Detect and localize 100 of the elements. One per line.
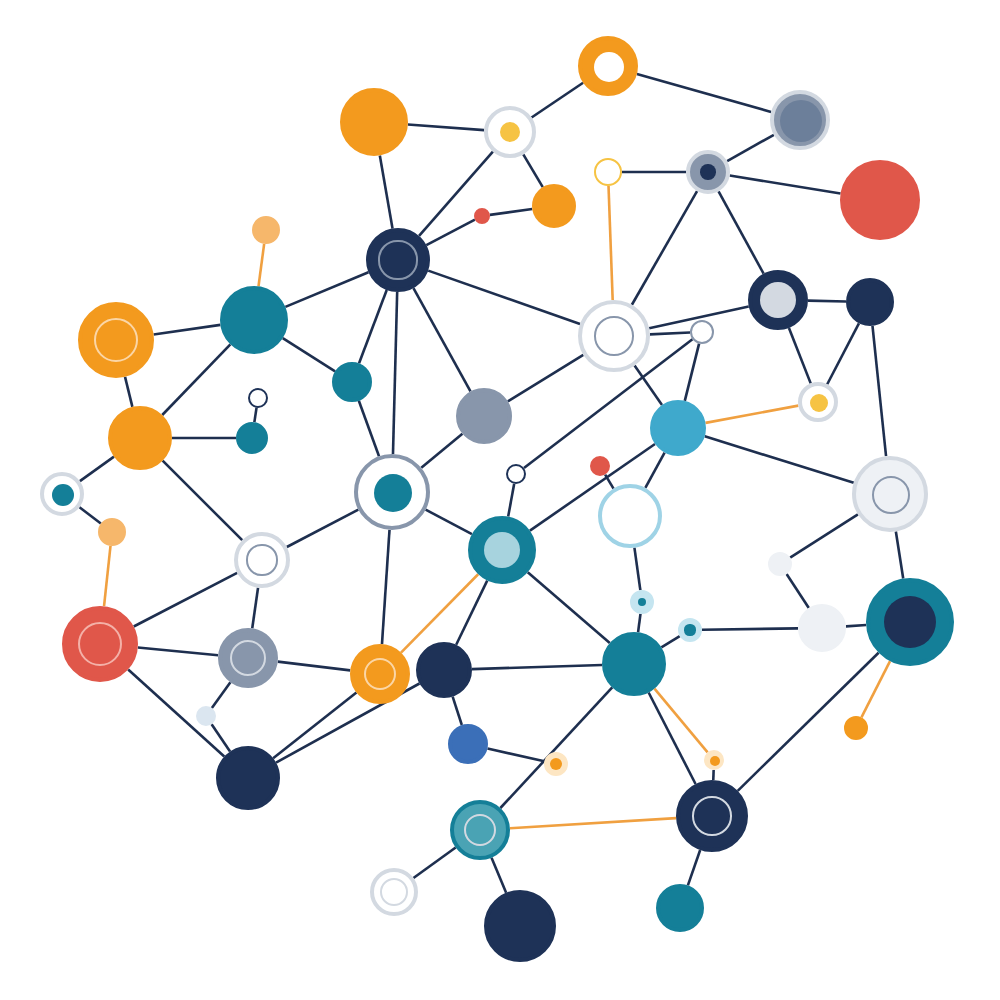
network-node	[748, 270, 808, 330]
network-node	[448, 724, 488, 764]
connector-line	[123, 376, 134, 408]
connector-line	[250, 587, 260, 629]
connector-line	[845, 623, 867, 628]
connector-line	[648, 305, 749, 330]
connector-line	[647, 691, 697, 785]
connector-line	[860, 660, 892, 718]
network-node	[350, 644, 410, 704]
network-node	[484, 106, 536, 158]
network-node	[650, 400, 706, 456]
connector-line	[451, 696, 464, 726]
network-node	[590, 456, 610, 476]
connector-line	[633, 547, 642, 591]
connector-line	[412, 846, 457, 879]
network-node	[686, 150, 730, 194]
network-node	[704, 750, 724, 770]
network-node	[62, 606, 138, 682]
network-node	[840, 160, 920, 240]
connector-line	[622, 170, 686, 174]
network-node	[844, 716, 868, 740]
connector-line	[871, 325, 888, 457]
connector-line	[499, 686, 614, 809]
connector-line	[487, 747, 545, 763]
network-node	[450, 800, 510, 860]
connector-line	[471, 663, 603, 671]
connector-line	[704, 435, 855, 484]
network-node	[370, 868, 418, 916]
connector-line	[630, 190, 699, 306]
connector-line	[522, 153, 544, 188]
connector-line	[272, 691, 358, 760]
network-node	[484, 890, 556, 962]
connector-line	[506, 483, 516, 517]
connector-line	[420, 432, 464, 469]
network-node	[768, 552, 792, 576]
connector-line	[785, 573, 810, 609]
connector-line	[523, 338, 694, 469]
connector-line	[826, 322, 861, 385]
connector-line	[644, 451, 666, 489]
connector-line	[507, 353, 585, 403]
connector-line	[427, 269, 581, 326]
network-node	[656, 884, 704, 932]
network-node	[506, 464, 526, 484]
connector-line	[894, 531, 905, 579]
connector-line	[712, 769, 715, 781]
connector-line	[161, 343, 232, 416]
connector-line	[490, 857, 508, 894]
network-node	[598, 484, 662, 548]
network-node	[456, 388, 512, 444]
network-node	[852, 456, 928, 532]
connector-line	[736, 651, 880, 792]
connector-line	[425, 508, 473, 536]
connector-line	[530, 81, 584, 119]
connector-line	[607, 185, 614, 301]
network-node	[770, 90, 830, 150]
connector-line	[378, 155, 394, 229]
connector-line	[729, 174, 841, 195]
connector-line	[257, 243, 266, 287]
connector-line	[636, 72, 772, 114]
connector-line	[391, 291, 399, 455]
network-node	[532, 184, 576, 228]
network-node	[602, 632, 666, 696]
connector-line	[633, 364, 664, 406]
connector-line	[789, 513, 859, 559]
network-node	[218, 628, 278, 688]
network-node	[798, 604, 846, 652]
connector-line	[133, 571, 238, 628]
connector-line	[210, 681, 232, 709]
connector-line	[726, 133, 775, 163]
network-node	[468, 516, 536, 584]
network-node	[108, 406, 172, 470]
connector-line	[253, 407, 258, 423]
connector-line	[137, 646, 219, 657]
connector-line	[284, 271, 369, 309]
network-node	[40, 472, 84, 516]
network-node	[98, 518, 126, 546]
connector-line	[357, 289, 388, 364]
connector-line	[357, 400, 381, 457]
connector-line	[282, 337, 336, 373]
network-node	[594, 158, 622, 186]
connector-line	[686, 849, 702, 886]
network-node	[332, 362, 372, 402]
connector-line	[161, 459, 244, 542]
connector-line	[418, 150, 494, 237]
network-node	[216, 746, 280, 810]
connector-line	[660, 635, 681, 649]
connector-line	[653, 687, 709, 754]
connector-line	[649, 331, 691, 336]
network-node	[248, 388, 268, 408]
connector-line	[102, 545, 112, 607]
network-node	[678, 618, 702, 642]
network-node	[220, 286, 288, 354]
network-node	[676, 780, 748, 852]
connector-line	[407, 123, 485, 132]
connector-line	[210, 723, 232, 753]
network-node	[234, 532, 290, 588]
connector-line	[489, 207, 533, 217]
network-node	[78, 302, 154, 378]
connector-line	[172, 436, 236, 440]
connector-line	[529, 442, 656, 532]
